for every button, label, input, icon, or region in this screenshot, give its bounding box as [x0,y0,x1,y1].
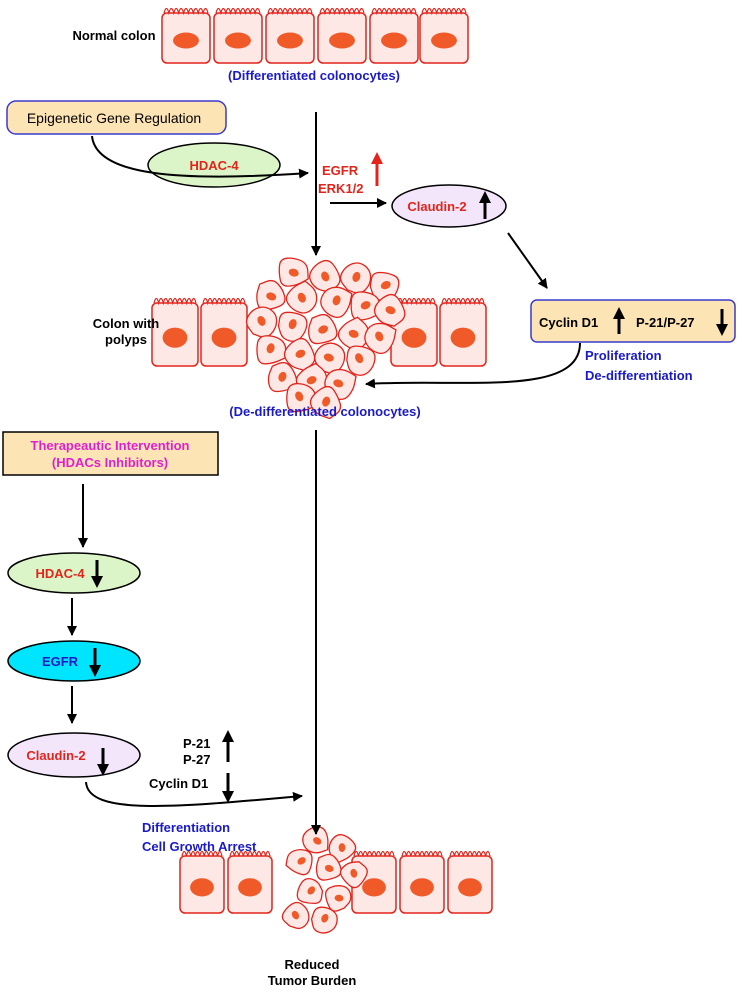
dysplastic-cell [245,306,278,338]
hdac4-bottom-ellipse [7,552,141,594]
dysplastic-cell [308,313,338,345]
dysplastic-cell [283,337,316,372]
dysplastic-cell [285,848,313,876]
cyclin-bottom-label: Cyclin D1 [149,776,208,791]
hdac4-top-label: HDAC-4 [189,158,239,173]
epithelial-cell [419,7,469,64]
dysplastic-cell [350,291,381,321]
normal-colon-epithelium [161,7,469,64]
epithelial-cell [179,850,225,914]
dysplastic-cell [328,834,357,864]
epithelial-cell [447,850,493,914]
epigenetic-box [6,100,227,135]
therapeutic-label-2: (HDACs Inhibitors) [52,455,168,470]
arrow-down-icon [222,773,234,803]
dysplastic-cell [277,311,308,342]
arrow-up-icon [613,307,625,334]
epithelial-cell [227,850,273,914]
arrow-down-icon [89,648,101,677]
dysplastic-cell [346,345,376,376]
epigenetic-label: Epigenetic Gene Regulation [27,110,201,126]
cyclin-p21-box [530,299,736,343]
epithelial-cell [161,7,211,64]
epithelial-cell [213,7,263,64]
egfr-bottom-label: EGFR [42,654,79,669]
dysplastic-cell [339,262,372,294]
epithelial-cell [369,7,419,64]
growth-arrest-label: Cell Growth Arrest [142,839,257,854]
egfr-top-label: EGFR [322,163,359,178]
epithelial-cell [439,297,487,367]
claudin-bottom-label: Claudin-2 [26,748,85,763]
epithelial-cell [151,297,199,367]
dysplastic-cell [281,901,310,930]
epithelial-cell [265,7,315,64]
epigenetic-arrow [91,135,309,179]
colon-polyps-label-2: polyps [105,332,147,347]
arrow-down-icon [91,560,103,588]
dysplastic-cell [324,885,352,912]
dysplastic-cell [339,861,368,889]
claudin-top-ellipse [391,184,507,228]
arrow-up-icon [222,730,234,762]
dysplastic-cell [256,335,287,365]
dysplastic-cell [337,316,370,350]
dysplastic-cell [256,279,286,311]
egfr-bottom-ellipse [7,640,141,682]
p27-label: P-27 [183,752,210,767]
claudin-top-label: Claudin-2 [407,199,466,214]
polyp-epithelium [151,257,487,420]
therapeutic-label-1: Therapeautic Intervention [31,438,190,453]
reduced-label-2: Tumor Burden [268,973,357,988]
reduced-label-1: Reduced [285,957,340,972]
dysplastic-cell [302,826,329,854]
dysplastic-cell [320,286,353,319]
arrow-up-icon [371,152,383,186]
epithelial-cell [399,850,445,914]
erk-label: ERK1/2 [318,181,364,196]
dysplastic-cell [309,259,341,293]
arrow-up-icon [479,191,491,219]
arrow-down-icon [97,748,109,776]
proliferation-label: Proliferation [585,348,662,363]
dysplastic-cell [310,906,338,934]
p21-label: P-21 [183,736,210,751]
differentiation-label: Differentiation [142,820,230,835]
differentiated-label: (Differentiated colonocytes) [228,68,400,83]
reduced-tumor-epithelium [179,826,493,934]
feedback-arrow [365,342,581,389]
arrow-down-icon [716,309,728,336]
claudin-to-cyclin-arrow [507,232,548,289]
epithelial-cell [200,297,248,367]
colon-polyps-label-1: Colon with [93,316,159,331]
dysplastic-cell [285,280,318,314]
normal-colon-label: Normal colon [72,28,155,43]
dysplastic-cell [286,383,317,413]
dysplastic-cell [364,322,397,355]
epithelial-cell [317,7,367,64]
dedifferentiated-label: (De-differentiated colonocytes) [229,404,420,419]
therapy-curved-arrow [85,781,303,807]
dysplastic-cell [296,877,324,905]
dysplastic-cell [309,385,342,420]
therapeutic-box [2,431,219,476]
p21p27-top-label: P-21/P-27 [636,315,695,330]
hdac4-bottom-label: HDAC-4 [35,566,85,581]
dedifferentiation-label: De-differentiation [585,368,693,383]
dysplastic-cell [315,853,342,881]
cyclin-top-label: Cyclin D1 [539,315,598,330]
